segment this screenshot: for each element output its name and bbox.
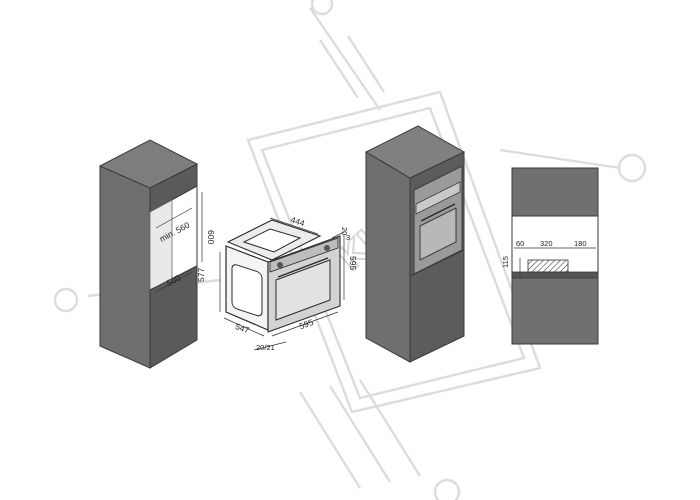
vent-cabinet-lower: [511, 273, 599, 345]
dim-bottom-note: 20/21: [256, 343, 275, 352]
dim-vent-gap-right: 180: [574, 239, 587, 248]
column-cabinet-left: min. 560 600 560: [98, 139, 216, 369]
cabinet-left-top: [98, 139, 199, 189]
cabinet-right-oven-door: [419, 207, 457, 261]
dim-side-depth: 577: [196, 268, 206, 282]
oven-door-window: [275, 259, 331, 321]
dim-bottom-depth: 547: [234, 321, 251, 335]
oven-door-handle: [277, 257, 329, 278]
vent-cabinet-upper: [511, 167, 599, 217]
oven-knob-right-icon: [324, 245, 330, 251]
cabinet-right-oven-handle: [420, 203, 456, 222]
oven-control-strip: [269, 237, 339, 273]
cabinet-right-oven-control: [415, 181, 461, 215]
dim-vent-width: 320: [540, 239, 553, 248]
dim-front-height: 595: [348, 256, 358, 270]
oven-side-recess: [231, 264, 263, 317]
cabinet-left-front: [99, 165, 151, 369]
oven-top-motor: [242, 228, 302, 253]
cabinet-right-top: [364, 125, 466, 179]
oven-dims: [219, 217, 345, 351]
oven-knob-left-icon: [277, 262, 283, 268]
dim-front-width: 595: [298, 317, 315, 331]
dim-niche-height: 600: [206, 230, 216, 244]
dim-vent-height: 115: [501, 256, 510, 268]
ventilation-detail: 60 320 180 115: [501, 167, 599, 345]
vent-shelf: [511, 271, 599, 279]
dim-width-top: 444: [289, 214, 306, 228]
dim-panel-b: 3: [346, 233, 350, 242]
cabinet-right-divider: [409, 249, 465, 277]
dim-panel-a: 20: [340, 227, 349, 235]
column-cabinet-right: [364, 125, 466, 363]
cabinet-left-shelf-line: [149, 265, 198, 291]
vent-opening-hatched: [527, 259, 569, 273]
dim-vent-gap-left: 60: [516, 239, 524, 248]
cabinet-right-front: [365, 151, 411, 363]
oven-unit: 444 577 547 595 595 20 3 20/21: [196, 214, 358, 352]
